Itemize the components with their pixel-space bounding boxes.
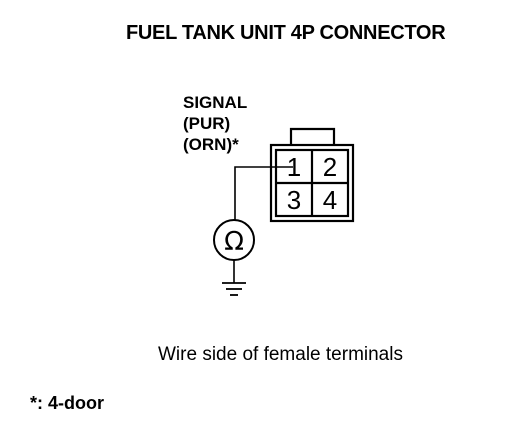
footnote: *: 4-door	[30, 393, 104, 413]
probe-wire	[234, 166, 293, 220]
connector-body	[269, 127, 355, 223]
pin-4: 4	[323, 185, 337, 215]
signal-label: SIGNAL (PUR) (ORN)*	[183, 92, 247, 155]
ohm-symbol: Ω	[224, 227, 244, 257]
signal-label-wire-color-2: (ORN)*	[183, 135, 239, 154]
pin-2: 2	[323, 152, 337, 182]
diagram-title: FUEL TANK UNIT 4P CONNECTOR	[126, 22, 446, 44]
connector-housing	[269, 143, 355, 223]
pin-1: 1	[287, 152, 301, 182]
pin-3: 3	[287, 185, 301, 215]
signal-label-name: SIGNAL	[183, 93, 248, 112]
signal-label-wire-color-1: (PUR)	[183, 114, 231, 133]
ground-icon	[222, 282, 246, 296]
test-wiring	[213, 166, 293, 296]
connector-latch	[289, 127, 336, 145]
pin-numbers: 1 2 3 4	[287, 152, 337, 215]
connector-view-caption: Wire side of female terminals	[158, 344, 403, 365]
